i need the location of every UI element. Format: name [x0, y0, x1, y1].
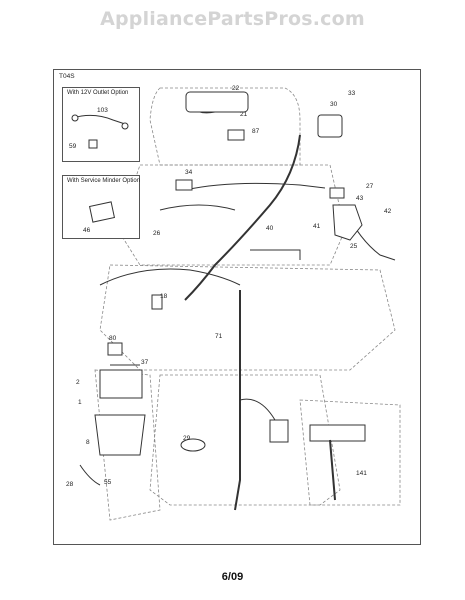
callout-41: 41	[313, 223, 321, 230]
page-number: 6/09	[221, 571, 244, 583]
callout-103: 103	[97, 107, 108, 114]
callout-22: 22	[232, 85, 240, 92]
callout-40: 40	[266, 225, 274, 232]
callout-46: 46	[83, 227, 91, 234]
callout-1: 1	[78, 399, 82, 406]
callout-42: 42	[384, 208, 392, 215]
pto-switch	[309, 424, 366, 442]
harness-right	[250, 249, 301, 260]
inset-12v-outlet-title: With 12V Outlet Option	[67, 90, 129, 96]
mower-deck-outline	[299, 399, 401, 506]
callout-34: 34	[185, 169, 193, 176]
battery-tray-8	[94, 414, 146, 456]
frame-outline	[117, 164, 346, 266]
callout-55: 55	[104, 479, 112, 486]
callout-71: 71	[215, 333, 223, 340]
watermark: AppliancePartsPros.com	[100, 8, 365, 30]
connector-27	[329, 187, 345, 199]
callout-87: 87	[252, 128, 260, 135]
callout-33: 33	[348, 90, 356, 97]
callout-141: 141	[356, 470, 367, 477]
callout-37: 37	[141, 359, 149, 366]
sensor-29	[180, 438, 206, 452]
harness-branch-left	[159, 204, 236, 211]
main-harness	[184, 134, 301, 301]
callout-18: 18	[160, 293, 168, 300]
module-80	[107, 342, 123, 356]
seat-switch	[269, 419, 289, 443]
ground-wire	[79, 464, 101, 486]
diagram-code: T04S	[59, 73, 75, 80]
inset-service-minder-title: With Service Minder Option	[67, 178, 141, 184]
callout-28: 28	[66, 481, 74, 488]
callout-80: 80	[109, 335, 117, 342]
callout-8: 8	[86, 439, 90, 446]
headlight-housing	[185, 91, 249, 113]
callout-27: 27	[366, 183, 374, 190]
inset-service-minder: With Service Minder Option 46	[62, 175, 140, 239]
inset-12v-outlet-drawing: 103 59	[69, 107, 129, 150]
inset-12v-outlet: With 12V Outlet Option 103 59	[62, 87, 140, 162]
callout-2: 2	[76, 379, 80, 386]
callout-59: 59	[69, 143, 77, 150]
relay-34	[175, 179, 193, 191]
harness-lower	[99, 268, 241, 286]
battery-box-1	[99, 369, 143, 399]
callout-29: 29	[183, 435, 191, 442]
harness-branch-mid	[184, 182, 326, 191]
harness-center-down	[234, 290, 241, 511]
callout-25: 25	[350, 243, 358, 250]
callout-21: 21	[240, 111, 248, 118]
fuse-18	[151, 294, 163, 310]
callout-43: 43	[356, 195, 364, 202]
callout-30: 30	[330, 101, 338, 108]
inset-service-minder-drawing: 46	[83, 201, 116, 234]
rod-141	[329, 439, 336, 501]
ignition-switch-33	[317, 114, 343, 138]
chassis-outline	[99, 264, 396, 371]
switch-87	[227, 129, 245, 141]
callout-26: 26	[153, 230, 161, 237]
diagram-frame	[53, 69, 421, 545]
solenoid-43	[332, 204, 363, 241]
